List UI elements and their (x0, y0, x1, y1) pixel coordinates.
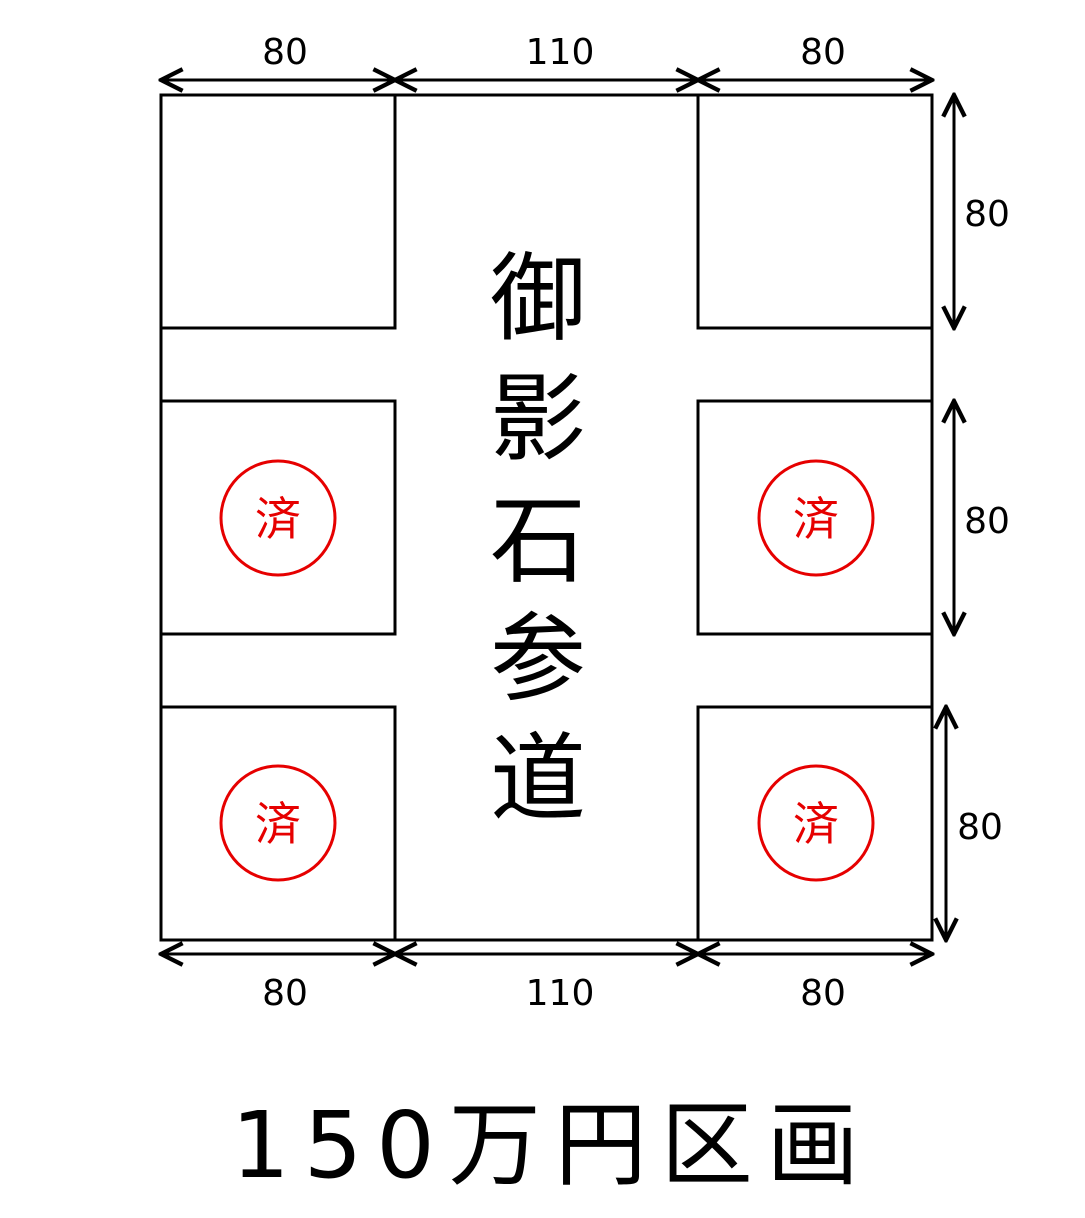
sold-stamp: 済 (255, 797, 301, 851)
dimension-label-bottom: 80 (800, 973, 846, 1014)
dimension-label-top: 80 (262, 32, 308, 73)
sold-stamp-circle (757, 459, 875, 577)
plot-3-right[interactable] (696, 705, 934, 942)
section-title: 150万円区画 (231, 1092, 873, 1199)
road-label-char: 影 (490, 363, 586, 475)
dimension-label-right: 80 (964, 501, 1010, 542)
plot-3-left[interactable] (159, 705, 397, 942)
sold-stamp-circle (757, 764, 875, 882)
sold-stamp-circle (219, 764, 337, 882)
plot-1-left[interactable] (159, 93, 397, 330)
plot-1-right[interactable] (696, 93, 934, 330)
sold-stamp-circle (219, 459, 337, 577)
dimension-label-right: 80 (964, 194, 1010, 235)
road-label-char: 石 (490, 485, 586, 597)
road-label-char: 道 (490, 723, 586, 835)
plot-2-right[interactable] (696, 399, 934, 636)
sold-stamp: 済 (255, 492, 301, 546)
sold-stamp: 済 (793, 492, 839, 546)
dimension-label-right: 80 (957, 807, 1003, 848)
dimension-label-bottom: 80 (262, 973, 308, 1014)
dimension-label-bottom: 110 (526, 973, 595, 1014)
dimension-label-top: 80 (800, 32, 846, 73)
sold-stamp: 済 (793, 797, 839, 851)
road-label-char: 御 (490, 243, 586, 355)
road-label-char: 参 (490, 603, 586, 715)
plot-2-left[interactable] (159, 399, 397, 636)
dimension-label-top: 110 (526, 32, 595, 73)
